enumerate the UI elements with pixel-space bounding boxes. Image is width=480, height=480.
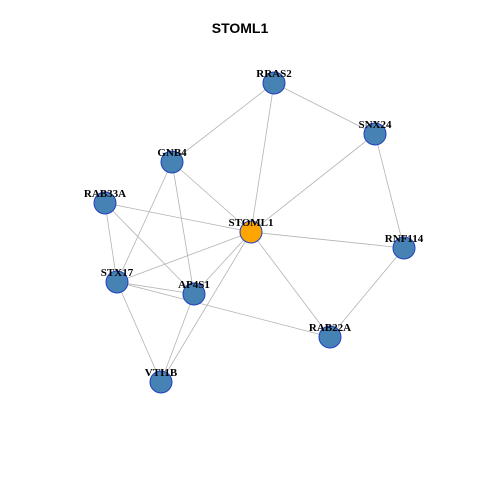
- node-circle: [182, 282, 206, 306]
- edge-rras2-stoml1: [250, 82, 275, 233]
- node-circle: [363, 122, 387, 146]
- node-label: VTI1B: [145, 367, 178, 379]
- edge-stoml1-vti1b: [160, 231, 252, 383]
- edge-stx17-vti1b: [116, 281, 162, 383]
- node-label: RNF114: [385, 233, 424, 245]
- node-label: GNB4: [157, 147, 187, 159]
- edge-stoml1-stx17: [116, 231, 252, 283]
- edge-rras2-snx24: [273, 82, 376, 135]
- node-circle: [318, 325, 342, 349]
- edge-stoml1-ap4s1: [193, 231, 252, 295]
- node-circle: [105, 270, 129, 294]
- node-circle: [160, 150, 184, 174]
- node-circle: [93, 191, 117, 215]
- node-label: RAB22A: [309, 322, 351, 334]
- node-stx17: STX17: [101, 267, 134, 294]
- node-label: STOML1: [228, 217, 273, 229]
- node-label: SNX24: [358, 119, 392, 131]
- node-rras2: RRAS2: [256, 68, 292, 95]
- node-gnb4: GNB4: [157, 147, 187, 174]
- edge-gnb4-stoml1: [171, 161, 252, 233]
- node-rab33a: RAB33A: [84, 188, 126, 215]
- edge-snx24-rnf114: [374, 133, 405, 249]
- edge-rnf114-rab22a: [329, 247, 405, 338]
- node-label: RAB33A: [84, 188, 126, 200]
- edge-gnb4-ap4s1: [171, 161, 195, 295]
- node-label: RRAS2: [256, 68, 292, 80]
- edges-layer: [104, 82, 405, 383]
- node-label: AP4S1: [178, 279, 210, 291]
- node-circle: [392, 236, 416, 260]
- node-ap4s1: AP4S1: [178, 279, 210, 306]
- edge-rab33a-ap4s1: [104, 202, 195, 295]
- node-circle: [239, 220, 263, 244]
- edge-rras2-gnb4: [171, 82, 275, 163]
- edge-stoml1-rab22a: [250, 231, 331, 338]
- edge-ap4s1-vti1b: [160, 293, 195, 383]
- edge-stoml1-rnf114: [250, 231, 405, 249]
- node-label: STX17: [101, 267, 134, 279]
- node-snx24: SNX24: [358, 119, 392, 146]
- diagram-title: STOML1: [211, 20, 269, 36]
- node-circle: [149, 370, 173, 394]
- edge-rab33a-stx17: [104, 202, 118, 283]
- edge-stx17-rab22a: [116, 281, 331, 338]
- node-rab22a: RAB22A: [309, 322, 351, 349]
- node-stoml1: STOML1: [228, 217, 274, 244]
- edge-gnb4-stx17: [116, 161, 173, 283]
- edge-snx24-stoml1: [250, 133, 376, 233]
- node-rnf114: RNF114: [385, 233, 424, 260]
- edge-rab33a-stoml1: [104, 202, 252, 233]
- node-circle: [262, 71, 286, 95]
- node-vti1b: VTI1B: [145, 367, 178, 394]
- edge-stx17-ap4s1: [116, 281, 195, 295]
